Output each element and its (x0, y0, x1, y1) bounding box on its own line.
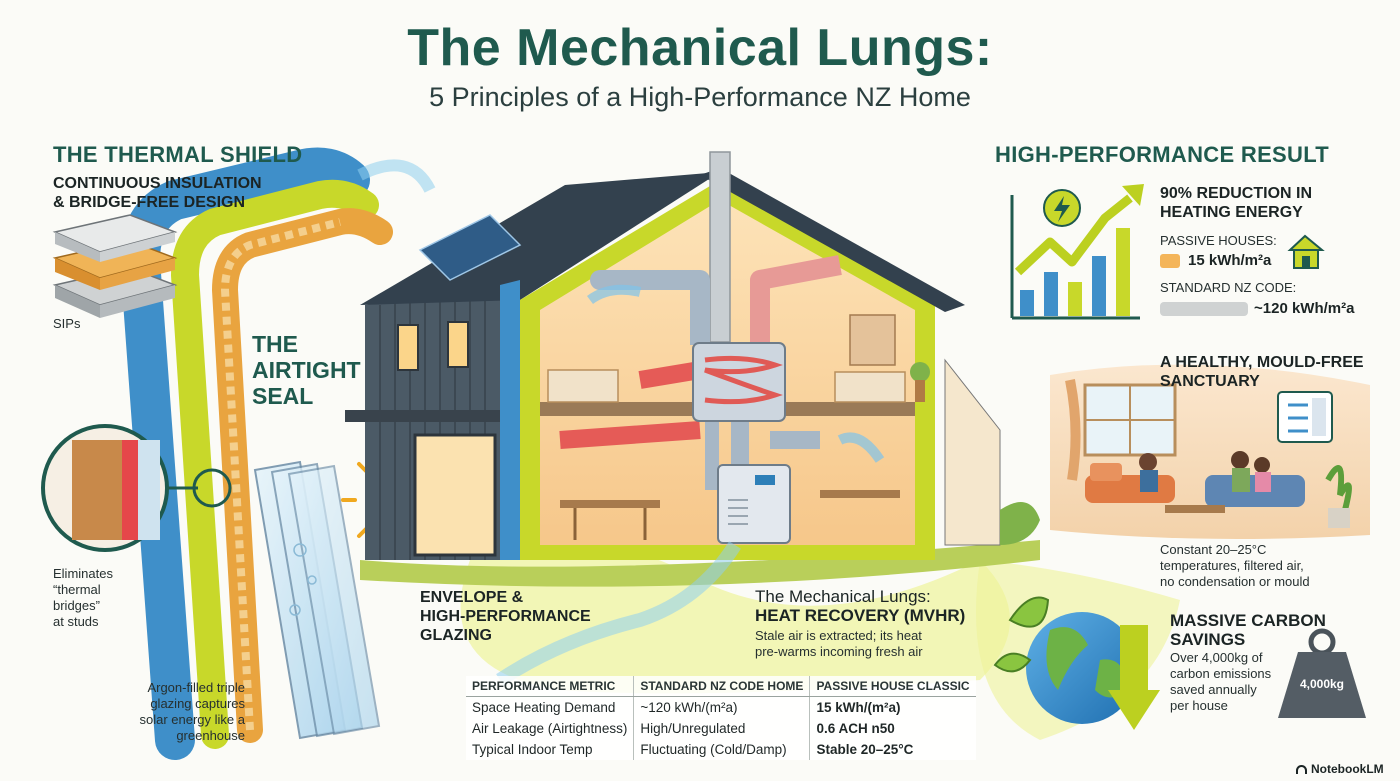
weight-badge: 4,000kg (1299, 677, 1345, 691)
thermal-bridge-detail (41, 424, 232, 552)
mvhr-heading-line2: HEAT RECOVERY (MVHR) (755, 606, 966, 625)
weight-kettlebell-icon (1278, 628, 1366, 718)
carbon-description: Over 4,000kg of carbon emissions saved a… (1170, 650, 1271, 714)
table-cell: 0.6 ACH n50 (809, 718, 976, 739)
mvhr-description: Stale air is extracted; its heat pre-war… (755, 628, 923, 660)
mvhr-heading: The Mechanical Lungs: HEAT RECOVERY (MVH… (755, 587, 965, 625)
standard-code-value: ~120 kWh/m²a (1254, 300, 1355, 317)
brand-label: NotebookLM (1311, 762, 1384, 776)
sips-label: SIPs (53, 316, 81, 331)
table-header-row: PERFORMANCE METRIC STANDARD NZ CODE HOME… (466, 676, 976, 697)
glazing-desc-line3: solar energy like a (139, 712, 246, 727)
standard-code-bar (1160, 302, 1248, 316)
glazing-heading: ENVELOPE & HIGH-PERFORMANCE GLAZING (420, 588, 591, 645)
table-cell: Fluctuating (Cold/Damp) (633, 739, 810, 760)
carbon-desc-line2: carbon emissions (1170, 666, 1272, 681)
passive-swatch (1160, 254, 1180, 268)
table-cell: Typical Indoor Temp (472, 742, 593, 757)
healthy-heading: A HEALTHY, MOULD-FREE SANCTUARY (1160, 353, 1364, 391)
result-heading: HIGH-PERFORMANCE RESULT (995, 142, 1330, 167)
glazing-desc-line2: glazing captures (150, 696, 245, 711)
table-header-passive: PASSIVE HOUSE CLASSIC (809, 676, 976, 697)
notebooklm-logo-icon (1296, 764, 1307, 774)
thermal-shield-subheading-line2: & BRIDGE-FREE DESIGN (53, 194, 246, 211)
airflow-swirl (357, 159, 436, 193)
passive-houses-value: 15 kWh/m²a (1188, 252, 1272, 269)
thermal-shield-subheading-line1: CONTINUOUS INSULATION (53, 175, 262, 192)
carbon-desc-line1: Over 4,000kg of (1170, 650, 1263, 665)
airtight-line3: SEAL (252, 383, 314, 409)
thermal-bridges-line4: at studs (53, 614, 99, 629)
carbon-line2: SAVINGS (1170, 630, 1246, 649)
table-cell: Stable 20–25°C (809, 739, 976, 760)
mvhr-heading-line1: The Mechanical Lungs: (755, 587, 931, 606)
table-cell: High/Unregulated (633, 718, 810, 739)
thermal-shield-heading: THE THERMAL SHIELD (53, 142, 303, 167)
healthy-desc-line1: Constant 20–25°C (1160, 542, 1267, 557)
living-room-scene (1050, 364, 1370, 539)
healthy-desc-line2: temperatures, filtered air, (1160, 558, 1304, 573)
table-header-metric: PERFORMANCE METRIC (466, 676, 634, 697)
glazing-description: Argon-filled triple glazing captures sol… (110, 680, 246, 744)
table-cell: ~120 kWh/(m²a) (633, 696, 810, 718)
table-row: Typical Indoor Temp Fluctuating (Cold/Da… (466, 739, 976, 760)
glazing-heading-line1: ENVELOPE & (420, 589, 524, 606)
airtight-line2: AIRTIGHT (252, 357, 361, 383)
carbon-heading: MASSIVE CARBON SAVINGS (1170, 611, 1326, 649)
earth-carbon-icon (993, 596, 1160, 730)
carbon-desc-line3: saved annually (1170, 682, 1257, 697)
thermal-shield-bands (119, 147, 393, 760)
thermal-shield-subheading: CONTINUOUS INSULATION & BRIDGE-FREE DESI… (53, 174, 262, 212)
glazing-heading-line2: HIGH-PERFORMANCE (420, 608, 591, 625)
table-cell: Air Leakage (Airtightness) (472, 721, 628, 736)
mvhr-desc-line2: pre-warms incoming fresh air (755, 644, 923, 659)
passive-house-icon (1287, 234, 1325, 269)
performance-table-wrapper: PERFORMANCE METRIC STANDARD NZ CODE HOME… (466, 676, 976, 760)
carbon-line1: MASSIVE CARBON (1170, 611, 1326, 630)
notebooklm-brand: NotebookLM (1296, 762, 1384, 776)
page-title: The Mechanical Lungs: (407, 19, 993, 77)
passive-houses-label: PASSIVE HOUSES: (1160, 233, 1277, 248)
triple-glazing-panes (253, 460, 381, 740)
mvhr-ducts (496, 255, 885, 686)
thermal-bridges-line1: Eliminates (53, 566, 113, 581)
glazing-heading-line3: GLAZING (420, 627, 492, 644)
carbon-desc-line4: per house (1170, 698, 1228, 713)
healthy-line2: SANCTUARY (1160, 373, 1260, 390)
thermal-bridges-line3: bridges” (53, 598, 100, 613)
glazing-desc-line1: Argon-filled triple (147, 680, 245, 695)
healthy-description: Constant 20–25°C temperatures, filtered … (1160, 542, 1310, 590)
table-row: Space Heating Demand ~120 kWh/(m²a) 15 k… (466, 696, 976, 718)
thermal-bridges-caption: Eliminates “thermal bridges” at studs (53, 566, 113, 630)
reduction-line1: 90% REDUCTION IN (1160, 185, 1313, 202)
mvhr-desc-line1: Stale air is extracted; its heat (755, 628, 922, 643)
standard-code-label: STANDARD NZ CODE: (1160, 280, 1297, 295)
page-subtitle: 5 Principles of a High-Performance NZ Ho… (429, 82, 971, 112)
performance-table: PERFORMANCE METRIC STANDARD NZ CODE HOME… (466, 676, 976, 760)
table-header-standard: STANDARD NZ CODE HOME (633, 676, 810, 697)
table-cell: 15 kWh/(m²a) (809, 696, 976, 718)
reduction-heading: 90% REDUCTION IN HEATING ENERGY (1160, 184, 1312, 222)
reduction-line2: HEATING ENERGY (1160, 204, 1303, 221)
energy-reduction-chart-icon (1010, 184, 1144, 320)
sips-panel-illustration (52, 214, 178, 318)
airtight-line1: THE (252, 331, 298, 357)
glazing-desc-line4: greenhouse (176, 728, 245, 743)
thermal-bridges-line2: “thermal (53, 582, 101, 597)
airtight-seal-heading: THE AIRTIGHT SEAL (252, 331, 361, 409)
healthy-desc-line3: no condensation or mould (1160, 574, 1310, 589)
table-cell: Space Heating Demand (472, 700, 616, 715)
table-row: Air Leakage (Airtightness) High/Unregula… (466, 718, 976, 739)
healthy-line1: A HEALTHY, MOULD-FREE (1160, 354, 1364, 371)
